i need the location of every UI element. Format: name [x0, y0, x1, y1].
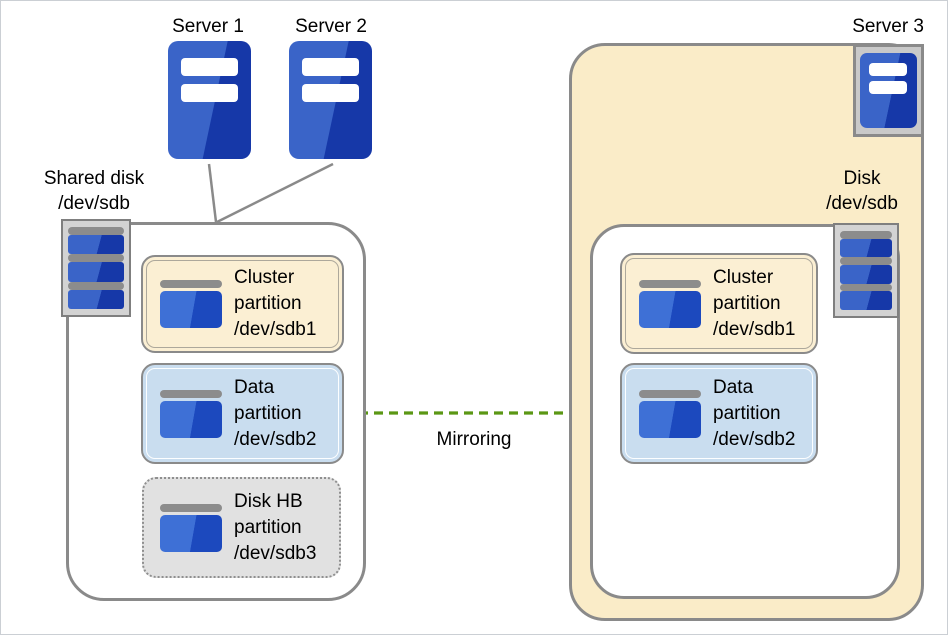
disk-platter-divider [840, 231, 892, 239]
disk-chip-bar [639, 389, 701, 398]
server-slot-bar [181, 84, 238, 102]
data-partition-box-right: Data partition /dev/sdb2 [620, 363, 818, 464]
disk-partition-icon [639, 389, 701, 438]
server1-icon [168, 41, 251, 159]
partition-label-line: Data [234, 376, 275, 398]
disk-chip-body [160, 400, 222, 438]
disk-platter [840, 291, 892, 311]
partition-label-line: partition [234, 402, 302, 424]
cluster-partition-inner: Cluster partition /dev/sdb1 [146, 260, 339, 348]
server2-connector-line [216, 162, 334, 224]
disk-platter [840, 264, 892, 284]
server-slot-bar [869, 81, 907, 94]
disk-chip-body [639, 290, 701, 328]
disk-platter-divider [68, 227, 124, 235]
disk-partition-icon [160, 503, 222, 552]
disk-chip-body [639, 400, 701, 438]
shared-disk-array-icon [61, 219, 131, 317]
disk-platter-divider [68, 281, 124, 290]
partition-label: Cluster partition /dev/sdb1 [713, 265, 795, 343]
partition-label-line: partition [234, 293, 302, 314]
disk-chip-bar [639, 279, 701, 288]
disk-chip-bar [160, 389, 222, 398]
disk-hb-partition-inner: Disk HB partition /dev/sdb3 [147, 482, 336, 573]
shared-disk-label: Shared disk /dev/sdb [19, 166, 169, 216]
partition-label: Cluster partition /dev/sdb1 [234, 265, 316, 343]
data-partition-inner: Data partition /dev/sdb2 [625, 368, 813, 459]
data-partition-inner: Data partition /dev/sdb2 [146, 368, 339, 459]
server-slot-bar [181, 58, 238, 76]
disk-platter [68, 289, 124, 310]
disk-platter-divider [68, 254, 124, 263]
partition-label-line: Disk HB [234, 490, 303, 512]
disk-label-line1: Disk [843, 168, 881, 189]
disk-chip-bar [160, 503, 222, 512]
partition-label-line: /dev/sdb1 [713, 318, 796, 340]
cluster-partition-inner: Cluster partition /dev/sdb1 [625, 258, 813, 349]
partition-label-line: /dev/sdb2 [713, 428, 796, 450]
server2-icon [289, 41, 372, 159]
partition-label-line: Cluster [713, 266, 774, 288]
disk-partition-icon [160, 280, 222, 328]
shared-disk-label-line2: /dev/sdb [58, 193, 130, 214]
partition-label-line: /dev/sdb2 [234, 428, 317, 450]
disk-array-icon [833, 223, 899, 318]
disk-hb-partition-box: Disk HB partition /dev/sdb3 [142, 477, 341, 578]
disk-chip-body [160, 291, 222, 328]
shared-disk-label-line1: Shared disk [43, 168, 145, 189]
partition-label-line: partition [234, 516, 302, 538]
partition-label: Data partition /dev/sdb2 [713, 375, 795, 453]
cluster-partition-box-right: Cluster partition /dev/sdb1 [620, 253, 818, 354]
server2-label: Server 2 [295, 16, 367, 37]
disk-platter-divider [840, 283, 892, 292]
server-slot-bar [302, 84, 359, 102]
disk-chip-body [160, 514, 222, 552]
partition-label: Disk HB partition /dev/sdb3 [234, 489, 316, 567]
partition-label-line: /dev/sdb3 [234, 542, 317, 564]
server3-icon [860, 53, 917, 128]
disk-platter [68, 262, 124, 282]
server1-connector-line [207, 163, 218, 223]
server3-label: Server 3 [852, 16, 924, 37]
disk-platter [840, 238, 892, 258]
server3-icon-frame [853, 44, 924, 137]
disk-label-line2: /dev/sdb [826, 193, 898, 214]
mirroring-label: Mirroring [436, 429, 512, 450]
data-partition-box-left: Data partition /dev/sdb2 [141, 363, 344, 464]
partition-label-line: partition [713, 402, 781, 424]
partition-label-line: partition [713, 292, 781, 314]
disk-label: Disk /dev/sdb [797, 166, 927, 216]
disk-partition-icon [639, 279, 701, 328]
disk-partition-icon [160, 389, 222, 438]
server1-label: Server 1 [172, 16, 244, 37]
disk-platter [68, 234, 124, 255]
partition-label-line: Cluster [234, 267, 295, 288]
cluster-partition-box-left: Cluster partition /dev/sdb1 [141, 255, 344, 353]
server-slot-bar [869, 63, 907, 76]
partition-label-line: Data [713, 376, 754, 398]
disk-chip-bar [160, 280, 222, 288]
server-slot-bar [302, 58, 359, 76]
partition-label: Data partition /dev/sdb2 [234, 375, 316, 453]
disk-platter-divider [840, 257, 892, 265]
partition-label-line: /dev/sdb1 [234, 319, 317, 340]
